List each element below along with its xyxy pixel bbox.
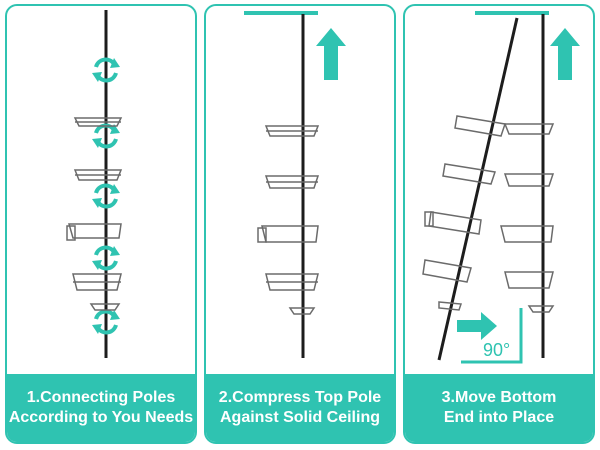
caption-line-1: 1.Connecting Poles [26, 389, 176, 406]
angle-corner [461, 308, 523, 364]
shelf-basket [89, 303, 121, 311]
shelf-basket [73, 117, 123, 127]
shelf-basket [422, 259, 472, 283]
step-2-panel: 2.Compress Top Pole Against Solid Ceilin… [204, 4, 396, 444]
shelf-basket [264, 175, 320, 189]
rotate-arrows-icon [92, 57, 120, 83]
step-1-caption: 1.Connecting Poles According to You Need… [7, 374, 195, 442]
caption-line-1: 2.Compress Top Pole [218, 389, 382, 406]
caption-line-2: Against Solid Ceiling [219, 409, 380, 426]
shelf-basket [257, 225, 319, 243]
shelf-basket [500, 225, 554, 243]
step-3-panel: 90° 3.Move [403, 4, 595, 444]
rotate-arrows-icon [92, 309, 120, 335]
caption-line-1: 3.Move Bottom [441, 389, 557, 406]
shelf-basket [503, 173, 555, 187]
shelf-basket [527, 305, 555, 313]
shelf-basket [265, 273, 319, 291]
shelf-basket [442, 163, 496, 185]
up-arrow-icon [316, 28, 346, 80]
step-1-illustration [66, 10, 123, 358]
up-arrow-icon [550, 28, 580, 80]
angle-label: 90° [483, 340, 510, 360]
shelf-basket [288, 307, 316, 315]
shelf-basket [72, 273, 122, 291]
step-2-illustration [244, 11, 346, 358]
shelf-basket [264, 125, 320, 137]
right-arrow-icon [457, 312, 497, 340]
shelf-basket [504, 271, 554, 289]
step-2-caption: 2.Compress Top Pole Against Solid Ceilin… [206, 374, 394, 442]
rotate-arrows-icon [92, 245, 120, 271]
caption-line-2: End into Place [443, 409, 555, 426]
shelf-basket [438, 301, 463, 311]
shelf-basket [424, 211, 482, 235]
shelf-basket [73, 169, 123, 181]
shelf-basket [454, 115, 506, 137]
shelf-basket [503, 123, 555, 135]
step-3-illustration: 90° [422, 11, 580, 364]
caption-line-2: According to You Needs [8, 409, 194, 426]
step-3-caption: 3.Move Bottom End into Place [405, 374, 593, 442]
rotate-arrows-icon [92, 183, 120, 209]
shelf-basket [66, 223, 122, 241]
step-1-panel: 1.Connecting Poles According to You Need… [5, 4, 197, 444]
